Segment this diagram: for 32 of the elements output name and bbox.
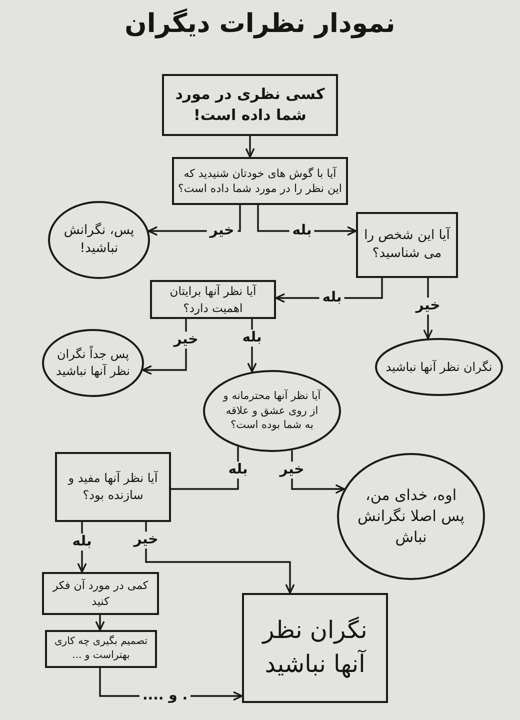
decision-box: [55, 452, 171, 522]
arrow: [245, 136, 255, 158]
node-text: نگران نظر آنها نباشید: [386, 358, 492, 376]
outcome-ellipse: [337, 453, 485, 580]
node-text: پس، نگرانش نباشید!: [63, 222, 135, 258]
node-text: آیا نظر آنها برایتان اهمیت دارد؟: [168, 283, 258, 316]
node-text: کمی در مورد آن فکر کنید: [51, 578, 150, 609]
edge-label: بله: [289, 222, 315, 240]
arrow: [145, 522, 295, 594]
title: نمودار نظرات دیگران: [124, 8, 396, 41]
node-text: اوه، خدای من، پس اصلا نگرانش نباش: [356, 485, 466, 548]
decision-box: [150, 280, 276, 319]
node-text: آیا با گوش های خودتان شنیدید که این نظر را در مورد شما داده است؟: [177, 166, 343, 196]
process-box: [45, 630, 157, 668]
node-text: آیا نظر آنها محترمانه و از روی عشق و علاقه به شما بوده است؟: [222, 388, 322, 434]
outcome-ellipse: [375, 338, 503, 396]
start-box: [162, 74, 338, 136]
node-text: آیا این شخص را می شناسید؟: [363, 226, 451, 263]
arrow: [95, 615, 105, 631]
node-text: آیا نظر آنها مفید و سازنده بود؟: [66, 470, 160, 504]
outcome-ellipse: [42, 329, 144, 397]
node-text: تصمیم بگیری چه کاری بهتراست و ...: [53, 635, 149, 663]
decision-box: [172, 157, 348, 205]
decision-ellipse: [203, 370, 341, 452]
node-text: کسی نظری در مورد شما داده است!: [174, 84, 326, 126]
decision-box: [356, 212, 458, 278]
end-box: [242, 593, 388, 703]
outcome-ellipse: [48, 201, 150, 279]
edge-label: بله: [319, 290, 345, 306]
process-box: [42, 572, 159, 615]
node-text: نگران نظر آنها نباشید: [260, 615, 368, 680]
node-text: پس جداً نگران نظر آنها نباشید: [55, 346, 131, 380]
